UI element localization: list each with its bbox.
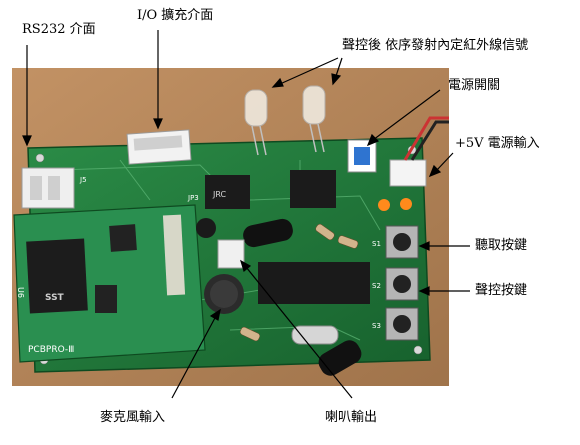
label-rs232: RS232 介面 — [22, 22, 96, 37]
status-led-1 — [378, 199, 390, 211]
crystal — [291, 325, 339, 345]
io-expansion-connector: JP3 — [126, 129, 199, 202]
s1-label: S1 — [372, 240, 381, 248]
jp3-label: JP3 — [187, 194, 199, 202]
rs232-connector: J5 — [21, 167, 87, 209]
label-speaker-output: 喇叭輸出 — [325, 410, 378, 425]
ic-a-marking: JRC — [212, 190, 227, 199]
ic-b — [290, 170, 336, 208]
label-power-switch: 電源開關 — [448, 78, 501, 93]
voice-module-board: SST PCBPRO-Ⅲ U6 — [13, 204, 206, 363]
power-switch — [347, 139, 377, 173]
label-io-expansion: I/O 擴充介面 — [137, 8, 214, 23]
microcontroller — [258, 262, 370, 304]
s2-label: S2 — [372, 282, 381, 290]
ir-leds — [244, 85, 326, 156]
annotation-arrows — [22, 30, 470, 399]
flash-chip — [26, 238, 88, 314]
push-buttons: S1 S2 S3 — [372, 225, 419, 341]
label-voice-ir: 聲控後 依序發射內定紅外線信號 — [342, 38, 529, 53]
capacitor-bottom — [318, 340, 362, 376]
speaker-connector — [217, 239, 245, 269]
label-voice-key: 聲控按鍵 — [475, 283, 528, 298]
label-learn-key: 聽取按鍵 — [475, 238, 528, 253]
status-led-2 — [400, 198, 412, 210]
chip-brand: SST — [45, 293, 65, 303]
ic-a — [205, 175, 250, 209]
capacitor-top — [243, 218, 293, 248]
label-power-input: +5V 電源輸入 — [455, 136, 540, 151]
label-mic-input: 麥克風輸入 — [100, 410, 166, 425]
pcb-label: PCBPRO-Ⅲ — [28, 345, 74, 355]
power-input-connector — [389, 116, 449, 187]
s3-label: S3 — [372, 322, 381, 330]
u6-label: U6 — [16, 287, 25, 298]
j5-label: J5 — [79, 176, 87, 184]
